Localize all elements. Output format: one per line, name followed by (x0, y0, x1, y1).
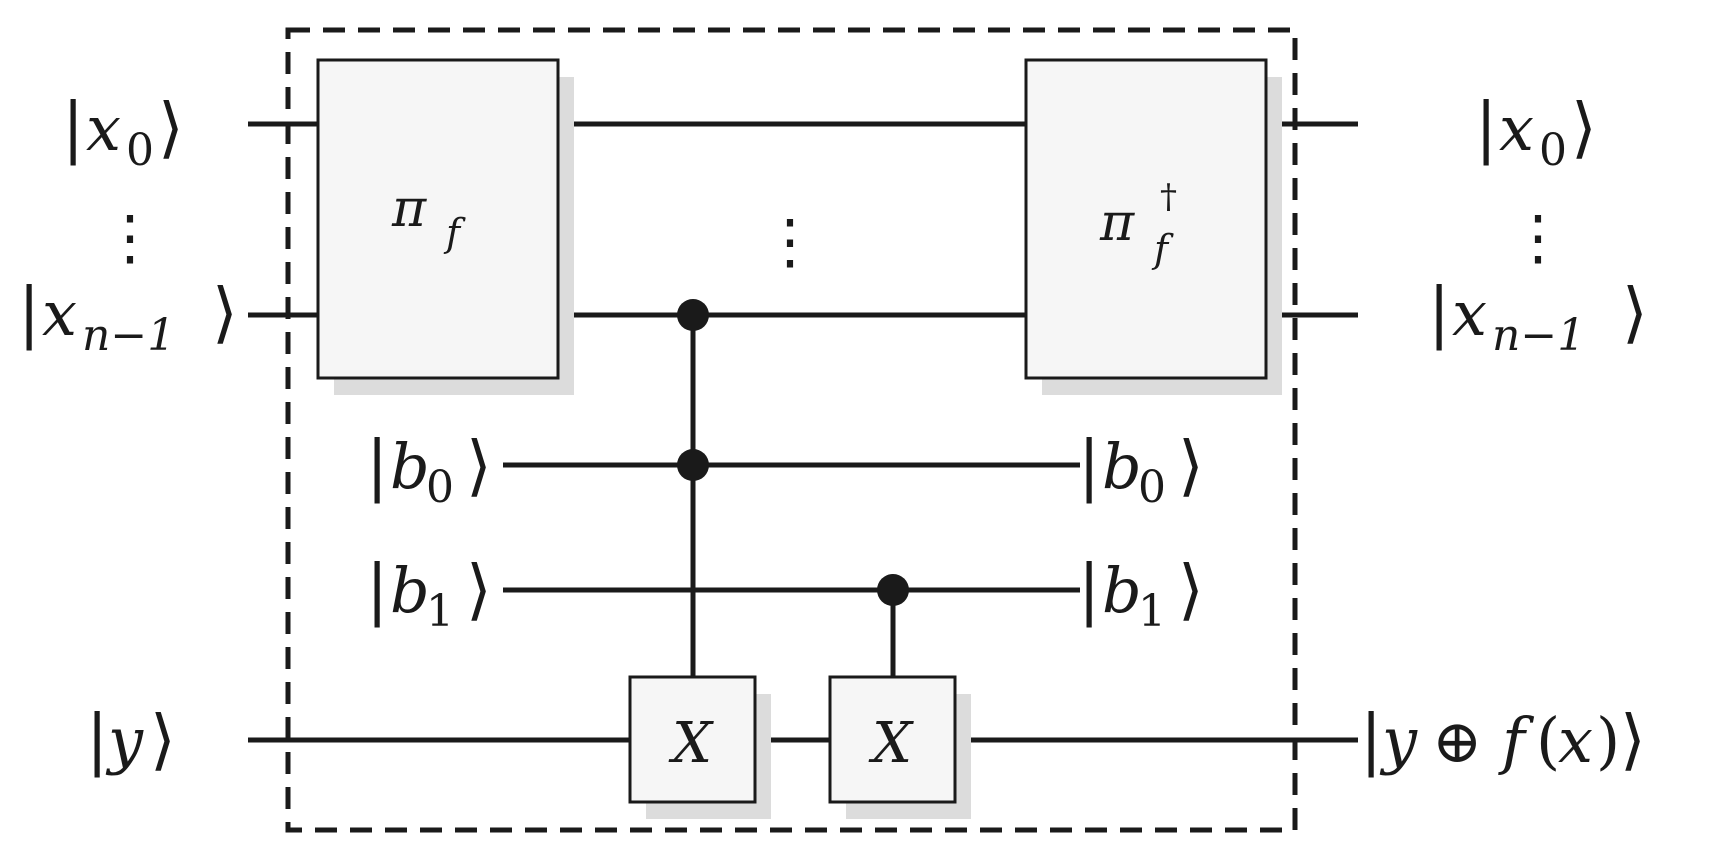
x-gate-1: X (628, 675, 771, 819)
input-ket-x0: | x 0 ⟩ (62, 89, 184, 176)
svg-text:|: | (18, 274, 40, 351)
svg-text:x: x (86, 92, 121, 165)
gate-pi-f-dagger-superscript: † (1160, 177, 1177, 217)
svg-text:|: | (86, 701, 108, 778)
control-dot-xn (677, 299, 709, 331)
svg-text:⟩: ⟩ (1178, 551, 1204, 628)
svg-text:n−1: n−1 (82, 310, 175, 361)
control-dot-b1 (877, 574, 909, 606)
svg-text:x: x (1452, 277, 1487, 350)
svg-text:1: 1 (426, 586, 454, 637)
ancilla-ket-b1-in: | b 1 ⟩ (366, 551, 492, 637)
svg-text:n−1: n−1 (1492, 310, 1585, 361)
svg-text:f: f (1498, 704, 1535, 777)
gate-pi-f-dagger-symbol: π (1099, 193, 1135, 253)
svg-text:x: x (1499, 92, 1534, 165)
svg-text:b: b (390, 554, 430, 627)
input-vertical-dots: ⋮ (100, 203, 160, 273)
gate-pi-f: π f (316, 58, 574, 395)
svg-text:y: y (105, 704, 144, 777)
output-ket-y-xor-fx: | y ⊕ f ( x ) ⟩ (1360, 701, 1646, 778)
svg-text:|: | (1078, 427, 1100, 504)
svg-text:⊕: ⊕ (1432, 707, 1482, 777)
svg-text:x: x (42, 277, 77, 350)
svg-text:): ) (1596, 704, 1620, 777)
svg-text:|: | (1428, 274, 1450, 351)
svg-text:0: 0 (1539, 125, 1567, 176)
svg-text:⟩: ⟩ (1571, 89, 1597, 166)
svg-text:0: 0 (426, 462, 454, 513)
svg-text:0: 0 (1138, 462, 1166, 513)
x-gate-1-label: X (668, 711, 714, 776)
svg-text:⟩: ⟩ (1622, 274, 1648, 351)
svg-text:(: ( (1536, 704, 1560, 777)
svg-text:0: 0 (126, 125, 154, 176)
svg-text:|: | (62, 89, 84, 166)
svg-text:x: x (1558, 704, 1593, 777)
ancilla-ket-b1-out: | b 1 ⟩ (1078, 551, 1204, 637)
svg-text:⟩: ⟩ (466, 551, 492, 628)
ancilla-ket-b0-out: | b 0 ⟩ (1078, 427, 1204, 513)
svg-text:|: | (1360, 701, 1382, 778)
input-ket-y: | y ⟩ (86, 701, 176, 778)
oracle-dashed-frame (285, 27, 1298, 833)
svg-text:⟩: ⟩ (158, 89, 184, 166)
ancilla-ket-b0-in: | b 0 ⟩ (366, 427, 492, 513)
svg-text:|: | (1475, 89, 1497, 166)
svg-text:1: 1 (1138, 586, 1166, 637)
control-dot-b0 (677, 449, 709, 481)
x-gate-2: X (828, 675, 971, 819)
svg-text:|: | (366, 551, 388, 628)
output-ket-xn-minus-1: | x n−1 ⟩ (1428, 274, 1648, 361)
gate-pi-f-dagger: π † f (1024, 58, 1282, 395)
middle-vertical-dots: ⋮ (760, 207, 820, 277)
svg-text:|: | (366, 427, 388, 504)
svg-text:⟩: ⟩ (1620, 701, 1646, 778)
output-vertical-dots: ⋮ (1508, 203, 1568, 273)
svg-text:⟩: ⟩ (1178, 427, 1204, 504)
svg-text:⟩: ⟩ (212, 274, 238, 351)
svg-text:b: b (390, 430, 430, 503)
input-ket-xn-minus-1: | x n−1 ⟩ (18, 274, 238, 361)
svg-text:|: | (1078, 551, 1100, 628)
svg-text:b: b (1102, 430, 1142, 503)
gate-pi-f-symbol: π (391, 179, 427, 239)
x-gate-2-label: X (868, 711, 914, 776)
svg-text:b: b (1102, 554, 1142, 627)
svg-text:⟩: ⟩ (466, 427, 492, 504)
svg-text:⟩: ⟩ (150, 701, 176, 778)
svg-text:y: y (1379, 704, 1418, 777)
output-ket-x0: | x 0 ⟩ (1475, 89, 1597, 176)
